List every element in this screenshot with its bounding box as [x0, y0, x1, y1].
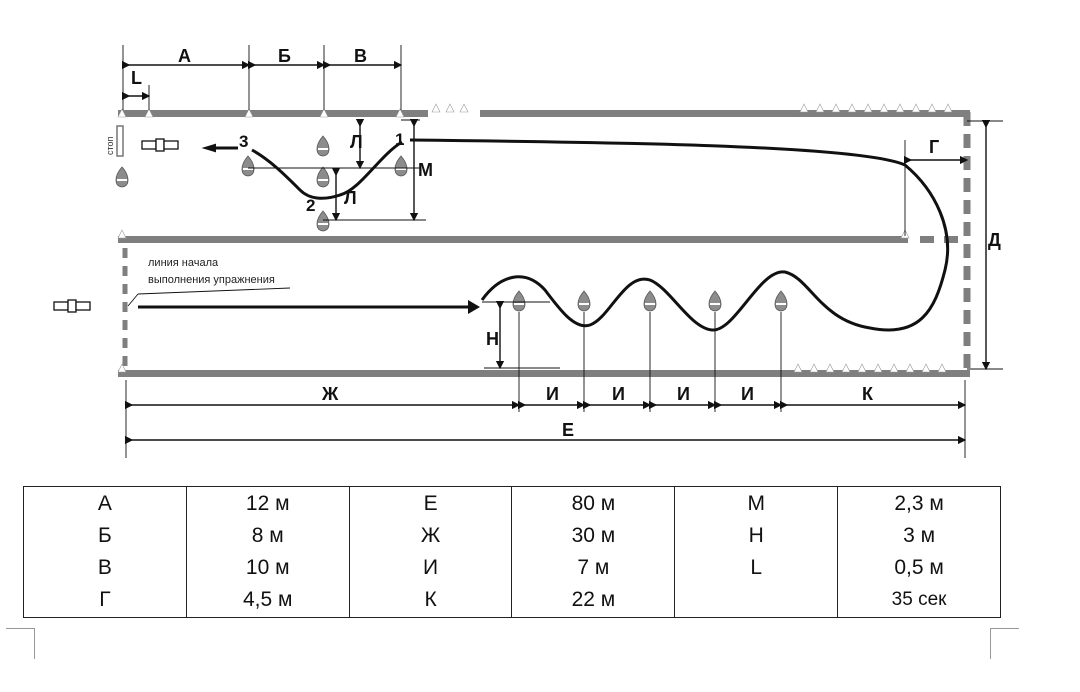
bottom-boundary	[118, 370, 970, 377]
table-cell: Г	[99, 588, 111, 611]
cone-snake-3	[643, 290, 657, 312]
dim-label-i-4: И	[741, 384, 754, 404]
dim-label-v: В	[354, 46, 367, 66]
dim-label-a: А	[178, 46, 191, 66]
table-cell: 4,5 м	[243, 588, 293, 611]
table-col-1: А Б В Г	[23, 486, 187, 618]
cone-snake-5	[774, 290, 788, 312]
table-col-6: 2,3 м 3 м 0,5 м 35 сек	[837, 486, 1001, 618]
cone-top-a	[241, 155, 255, 177]
cone-top-b	[316, 135, 330, 157]
path-slalom	[409, 138, 950, 332]
point-label-2: 2	[306, 196, 315, 215]
dim-label-i-2: И	[612, 384, 625, 404]
start-line-note-2: выполнения упражнения	[148, 274, 275, 286]
dim-label-h: Н	[486, 329, 499, 349]
dimensions-table: А Б В Г 12 м 8 м 10 м 4,5 м Е Ж И К 80 м…	[23, 486, 1001, 618]
table-cell: 30 м	[571, 524, 616, 547]
car-icon-stop	[141, 138, 179, 152]
table-cell: 2,3 м	[894, 492, 944, 515]
page-corner-left	[6, 628, 35, 659]
cone-top-d	[316, 210, 330, 232]
cone-snake-2	[577, 290, 591, 312]
table-cell: 35 сек	[891, 589, 947, 610]
car-icon-start	[53, 299, 91, 313]
cone-top-e	[394, 155, 408, 177]
dim-label-k: К	[862, 384, 874, 404]
dim-label-i-1: И	[546, 384, 559, 404]
dim-label-g: Г	[929, 137, 939, 157]
cone-snake-1	[512, 290, 526, 312]
table-cell: Е	[423, 492, 438, 515]
cone-snake-4	[708, 290, 722, 312]
table-cell: 12 м	[245, 492, 290, 515]
table-cell: А	[97, 492, 112, 515]
table-cell: 10 м	[245, 556, 290, 579]
table-cell: И	[423, 556, 439, 579]
dim-label-d: Д	[988, 230, 1001, 250]
course-diagram: линия начала выполнения упражнения стоп …	[53, 45, 1003, 458]
table-col-3: Е Ж И К	[348, 486, 513, 618]
dim-label-zh: Ж	[321, 384, 339, 404]
path-start-arrow	[468, 300, 480, 314]
table-cell: К	[424, 588, 437, 611]
stop-label: стоп	[105, 136, 115, 155]
dim-label-m: М	[418, 160, 433, 180]
middle-divider-dash-2	[944, 236, 958, 243]
dim-label-i-3: И	[677, 384, 690, 404]
table-col-4: 80 м 30 м 7 м 22 м	[511, 486, 676, 618]
start-line-note-1: линия начала	[148, 257, 219, 269]
stop-bar	[116, 125, 124, 157]
top-boundary	[118, 110, 428, 117]
table-cell: 7 м	[577, 556, 610, 579]
table-cell: В	[97, 556, 112, 579]
table-cell	[675, 584, 837, 616]
table-cell: L	[750, 556, 763, 579]
table-cell: 8 м	[251, 524, 284, 547]
dim-label-e: Е	[562, 420, 574, 440]
page-corner-right	[990, 628, 1019, 659]
dim-label-lv-1: Л	[350, 132, 363, 152]
cone-top-c	[316, 166, 330, 188]
table-cell: 22 м	[571, 588, 616, 611]
point-label-3: 3	[239, 132, 248, 151]
table-col-5: М Н L	[674, 486, 839, 618]
table-cell: 0,5 м	[894, 556, 944, 579]
path-exit-arrow	[201, 143, 216, 153]
middle-divider	[118, 236, 908, 243]
dim-label-l: L	[131, 68, 142, 88]
table-cell: Ж	[420, 524, 441, 547]
path-reverse	[251, 140, 403, 200]
table-cell: Б	[98, 524, 112, 547]
dim-label-b: Б	[278, 46, 291, 66]
top-boundary-right	[480, 110, 800, 117]
table-cell: Н	[748, 524, 764, 547]
table-row: А Б В Г 12 м 8 м 10 м 4,5 м Е Ж И К 80 м…	[23, 486, 1001, 618]
dimension-lines	[121, 60, 991, 445]
table-cell: 3 м	[903, 524, 936, 547]
table-col-2: 12 м 8 м 10 м 4,5 м	[185, 486, 350, 618]
point-label-1: 1	[395, 130, 404, 149]
table-cell: М	[747, 492, 765, 515]
cone-stop	[115, 166, 129, 188]
table-cell: 80 м	[571, 492, 616, 515]
dim-label-lv-2: Л	[344, 188, 357, 208]
top-boundary-end	[800, 110, 970, 117]
middle-divider-dash-1	[920, 236, 934, 243]
